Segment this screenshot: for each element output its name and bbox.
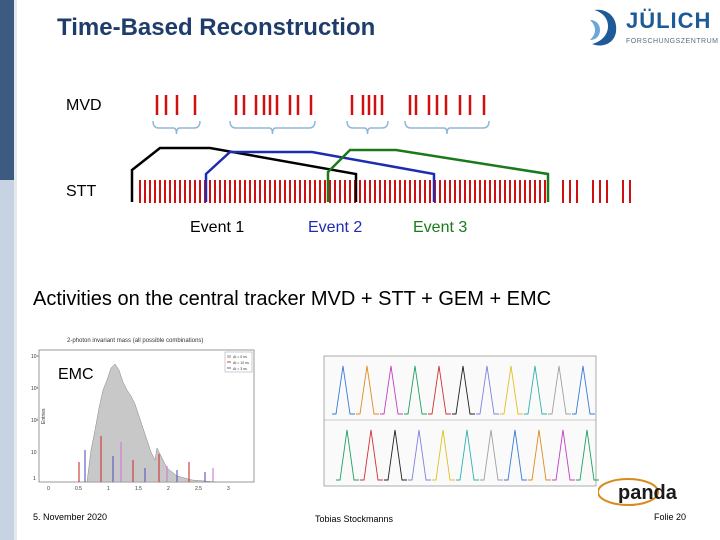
waveform-trace bbox=[432, 429, 455, 481]
logo-wordmark: JÜLICH bbox=[626, 8, 712, 33]
waveform-trace bbox=[480, 429, 503, 481]
waveform-trace bbox=[332, 365, 355, 415]
waveform-trace bbox=[356, 365, 379, 415]
waveform-trace bbox=[428, 365, 451, 415]
y-tick: 10³ bbox=[31, 386, 39, 392]
waveform-trace bbox=[552, 429, 575, 481]
waveform-trace bbox=[384, 429, 407, 481]
x-tick: 0 bbox=[47, 486, 50, 492]
footer-date: 5. November 2020 bbox=[33, 512, 108, 522]
waveform-trace bbox=[380, 365, 403, 415]
x-tick: 1.5 bbox=[135, 486, 142, 492]
event-2-window bbox=[204, 150, 436, 202]
event-1-label: Event 1 bbox=[190, 219, 245, 236]
plot-title: 2-photon invariant mass (all possible co… bbox=[67, 338, 203, 344]
x-tick: 0.5 bbox=[75, 486, 82, 492]
event-diagram bbox=[130, 95, 631, 203]
event-3-label: Event 3 bbox=[413, 219, 468, 236]
svg-text:Entries: Entries bbox=[41, 408, 47, 424]
left-accent-bar bbox=[0, 0, 17, 540]
slide-title: Time-Based Reconstruction bbox=[57, 14, 376, 41]
mvd-group-bracket bbox=[346, 120, 389, 135]
panda-wordmark: panda bbox=[618, 482, 678, 504]
x-tick: 3 bbox=[227, 486, 230, 492]
waveform-trace bbox=[452, 365, 475, 415]
event-2-label: Event 2 bbox=[308, 219, 363, 236]
activities-heading: Activities on the central tracker MVD + … bbox=[33, 288, 552, 310]
waveform-trace bbox=[336, 429, 359, 481]
stt-label: STT bbox=[66, 183, 97, 200]
waveform-trace bbox=[576, 429, 599, 481]
waveform-trace bbox=[404, 365, 427, 415]
y-tick: 10⁴ bbox=[31, 354, 39, 360]
emc-invariant-mass-plot: 2-photon invariant mass (all possible co… bbox=[17, 330, 260, 497]
waveform-trace bbox=[524, 365, 547, 415]
y-tick: 1 bbox=[33, 476, 36, 482]
juelich-emblem-icon bbox=[590, 9, 617, 46]
legend-entry: Δt = 0 ns bbox=[233, 355, 247, 359]
waveform-trace bbox=[476, 365, 499, 415]
waveform-trace bbox=[360, 429, 383, 481]
emc-label: EMC bbox=[56, 366, 96, 384]
x-tick: 2.5 bbox=[195, 486, 202, 492]
juelich-logo: JÜLICH FORSCHUNGSZENTRUM bbox=[586, 6, 718, 52]
footer-page: Folie 20 bbox=[654, 512, 687, 522]
mvd-group-bracket bbox=[152, 120, 201, 135]
logo-subtitle: FORSCHUNGSZENTRUM bbox=[626, 38, 719, 45]
waveform-trace bbox=[504, 429, 527, 481]
tracker-waveform-plot bbox=[318, 352, 600, 492]
waveform-trace bbox=[572, 365, 595, 415]
y-tick: 10² bbox=[31, 418, 39, 424]
panda-logo: panda bbox=[597, 476, 712, 510]
waveform-trace bbox=[456, 429, 479, 481]
y-tick: 10 bbox=[31, 450, 37, 456]
event-3-window bbox=[326, 148, 550, 202]
footer-author: Tobias Stockmanns bbox=[315, 514, 394, 524]
waveform-trace bbox=[548, 365, 571, 415]
x-tick: 1 bbox=[107, 486, 110, 492]
legend-entry: Δt = 10 ns bbox=[233, 361, 249, 365]
mvd-label: MVD bbox=[66, 97, 102, 114]
waveform-trace bbox=[528, 429, 551, 481]
legend-entry: Δt = 3 ns bbox=[233, 367, 247, 371]
mvd-group-bracket bbox=[229, 120, 316, 135]
waveform-trace bbox=[408, 429, 431, 481]
event-1-window bbox=[130, 146, 358, 202]
mvd-group-bracket bbox=[404, 120, 490, 135]
panda-logo-icon: panda bbox=[597, 478, 678, 506]
waveform-trace bbox=[500, 365, 523, 415]
x-tick: 2 bbox=[167, 486, 170, 492]
